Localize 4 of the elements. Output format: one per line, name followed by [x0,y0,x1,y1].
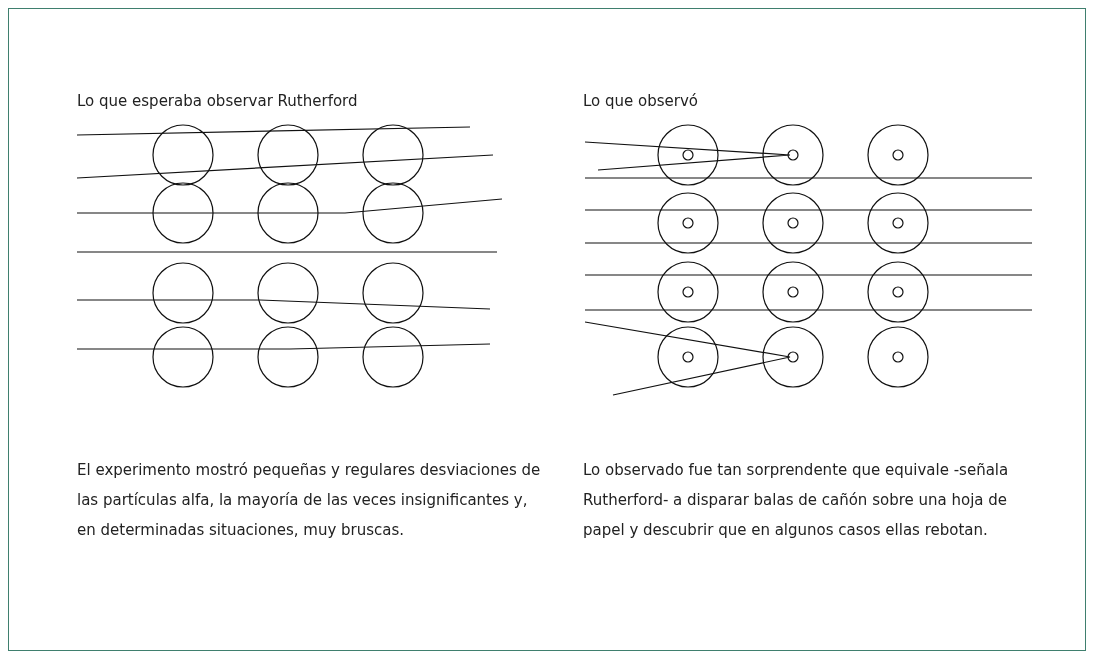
caption-text: El experimento mostró pequeñas y regulares desviaciones de las partículas alfa, la mayoría de las veces insignificantes y, en determinadas situaciones, muy bruscas. [77,460,542,541]
panel-heading: Lo que esperaba observar Rutherford [77,91,359,112]
panel-heading: Lo que observó [583,91,700,112]
caption-text: Lo observado fue tan sorprendente que equivale -señala Rutherford- a disparar balas de cañón sobre una hoja de papel y descubrir que en algunos casos ellas rebotan. [583,460,1010,541]
